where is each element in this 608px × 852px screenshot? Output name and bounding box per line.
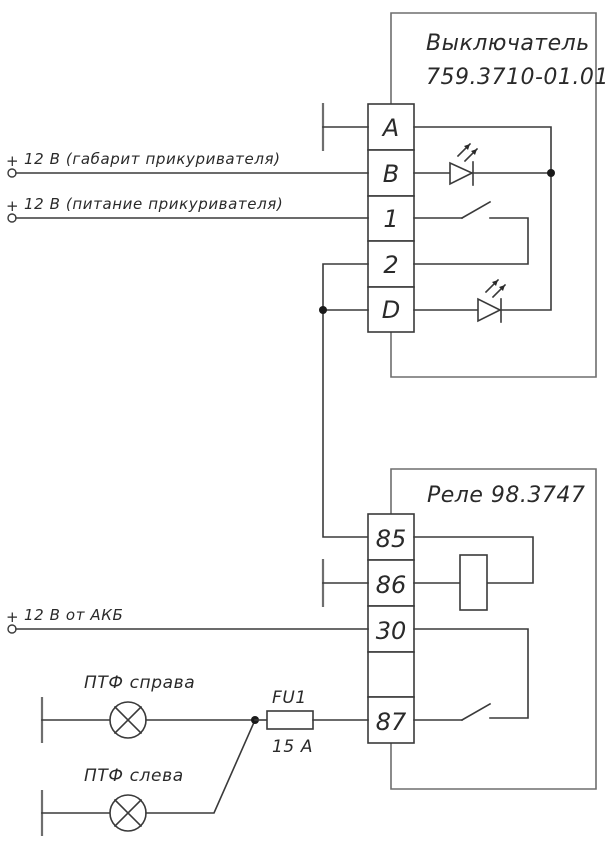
switch-pin-1-label: 1	[383, 205, 398, 233]
lamp-label: ПТФ слева	[84, 766, 184, 786]
input-parking-light: + 12 В (габарит прикуривателя)	[6, 150, 369, 178]
relay-contact-icon	[460, 702, 492, 722]
switch-pin-d-label: D	[382, 296, 400, 324]
switch-module-model: 759.3710-01.01	[426, 65, 608, 90]
switch-pin-2-label: 2	[383, 251, 398, 279]
lamp-icon	[109, 701, 147, 739]
relay-pin-86-label: 86	[376, 571, 407, 599]
relay-module: Реле 98.3747 85 86 30 87	[367, 468, 597, 790]
relay-module-frame	[390, 468, 597, 790]
terminal-icon	[7, 213, 17, 223]
switch-terminal-block: A B 1 2 D	[367, 103, 415, 333]
input-polarity: +	[6, 608, 19, 626]
relay-contact-wire	[413, 628, 529, 721]
relay-coil-icon	[459, 554, 488, 611]
relay-module-title: Реле 98.3747	[427, 483, 585, 508]
input-polarity: +	[6, 152, 19, 170]
relay-pin-85-label: 85	[376, 525, 407, 553]
input-label: 12 В от АКБ	[24, 606, 123, 624]
terminal-icon	[7, 624, 17, 634]
junction-dot-icon	[547, 169, 555, 177]
lamp-icon	[109, 794, 147, 832]
relay-coil-wire	[413, 536, 534, 584]
switch-module-title: Выключатель	[426, 31, 590, 56]
input-lighter-power: + 12 В (питание прикуривателя)	[6, 195, 369, 223]
switch-pin-b-label: B	[383, 160, 399, 188]
switch-pin-a-label: A	[381, 114, 399, 142]
wire-switch-to-relay	[322, 263, 369, 538]
relay-pin-30-cell	[367, 605, 415, 653]
input-label: 12 В (питание прикуривателя)	[24, 195, 283, 213]
input-battery: + 12 В от АКБ	[6, 606, 369, 634]
switch-contact-icon	[460, 200, 492, 220]
relay-pin-empty-cell	[367, 651, 415, 698]
input-label: 12 В (габарит прикуривателя)	[24, 150, 281, 168]
fuse: FU1 15 А	[254, 688, 369, 757]
junction-dot-icon	[319, 306, 327, 314]
switch-module-frame	[390, 12, 597, 378]
fog-lamp-left: ПТФ слева	[40, 718, 257, 836]
switch-internal-wire-1-2	[413, 217, 529, 265]
ground-icon	[321, 559, 369, 607]
switch-module: Выключатель 759.3710-01.01 A B 1 2 D	[367, 12, 608, 378]
fuse-rating: 15 А	[272, 737, 313, 757]
fog-lamp-right: ПТФ справа	[40, 673, 256, 743]
ground-icon	[321, 103, 369, 151]
led-icon	[449, 142, 479, 186]
input-polarity: +	[6, 197, 19, 215]
lamp-label: ПТФ справа	[84, 673, 195, 693]
led-icon	[477, 278, 507, 323]
relay-terminal-block: 85 86 30 87	[367, 513, 415, 744]
fuse-icon	[266, 710, 314, 730]
fuse-designator: FU1	[272, 688, 307, 708]
relay-pin-85-cell	[367, 513, 415, 561]
relay-pin-30-label: 30	[376, 617, 407, 645]
relay-pin-87-label: 87	[376, 708, 407, 736]
terminal-icon	[7, 168, 17, 178]
